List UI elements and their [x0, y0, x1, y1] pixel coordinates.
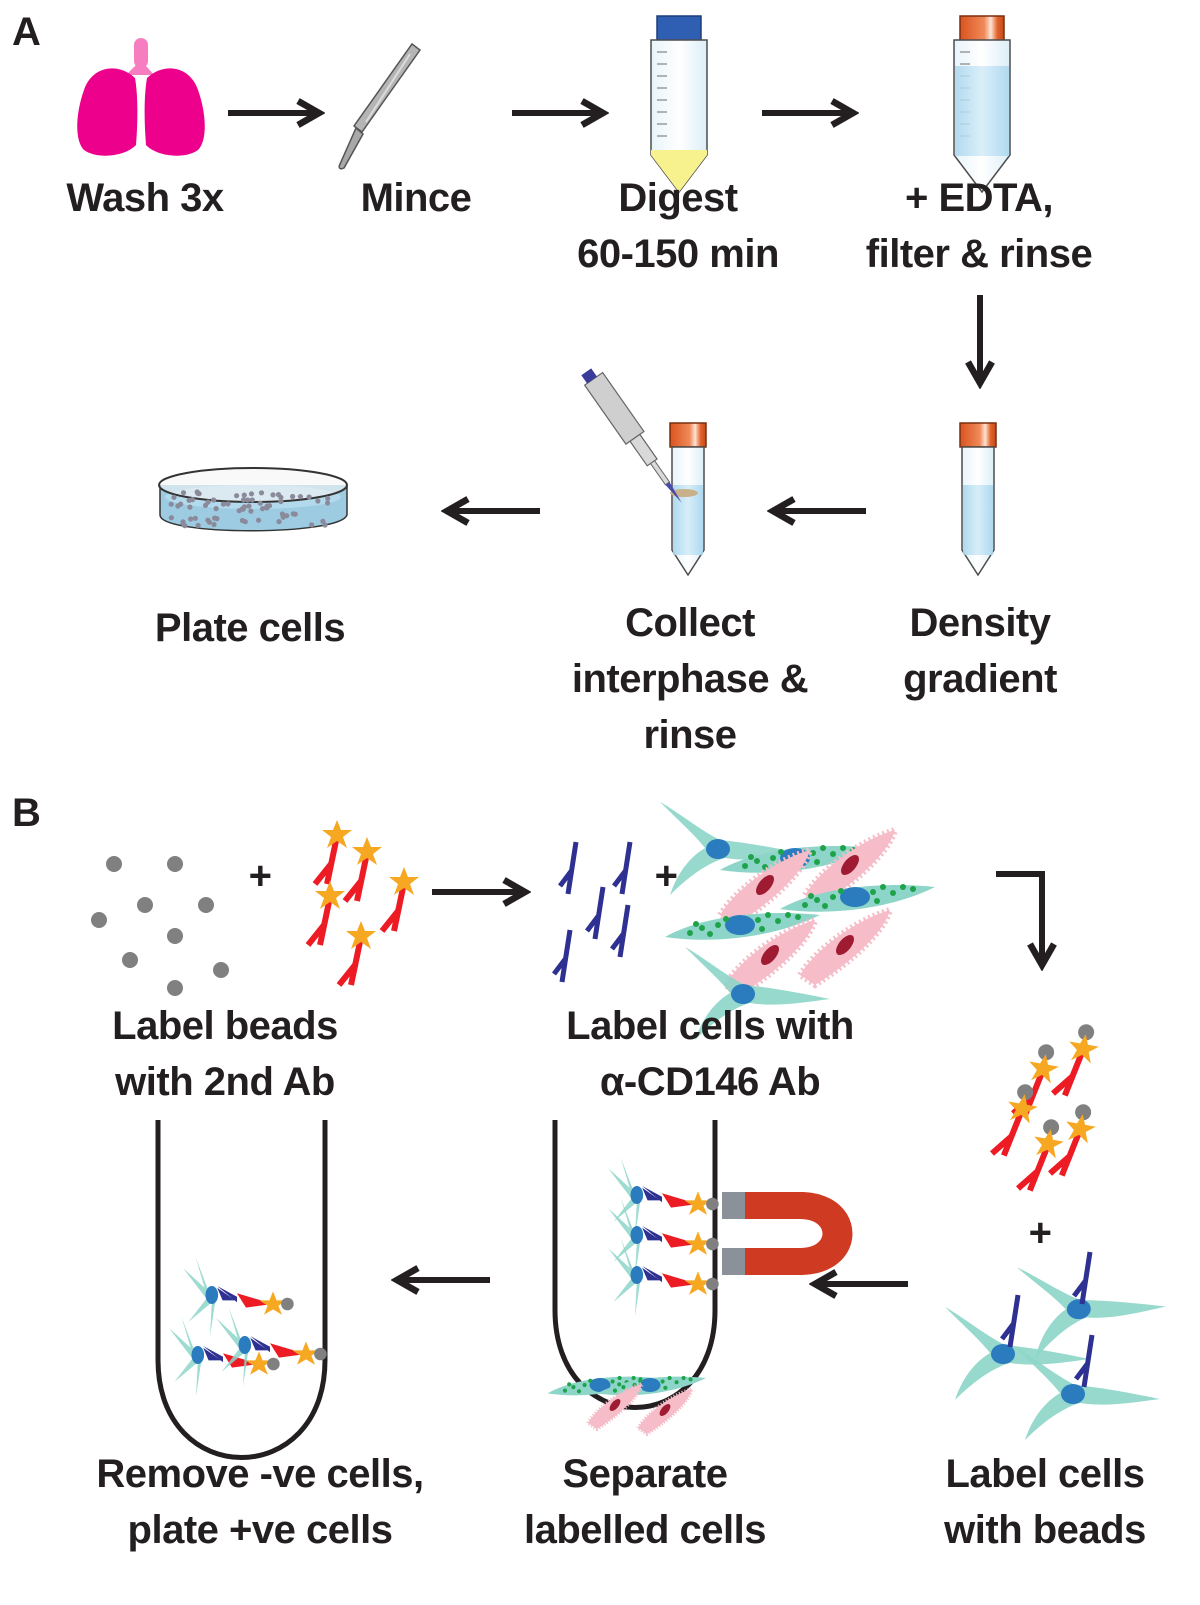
cell-dot — [168, 515, 174, 521]
cell-dot — [211, 497, 217, 503]
cell-dot — [234, 493, 240, 499]
labelled-cells-icon — [945, 1252, 1170, 1440]
cell-dot — [194, 489, 200, 495]
cell-dot — [171, 494, 177, 500]
cell-dot — [212, 515, 218, 521]
step-separate-label: Separate labelled cells — [523, 1452, 767, 1552]
cell-dot — [241, 504, 247, 510]
cell-dot — [325, 500, 331, 506]
beads-icon — [91, 856, 229, 996]
cell-dot — [195, 522, 201, 529]
cell-dot — [189, 497, 195, 503]
cell-dot — [284, 513, 290, 519]
cell-dot — [320, 518, 326, 524]
step-label-beads-label: Label beads with 2nd Ab — [112, 1004, 338, 1104]
cell-dot — [248, 491, 255, 497]
separation-tube-icon — [547, 1120, 719, 1436]
conical-tube-density-icon — [959, 422, 997, 577]
lungs-icon — [77, 38, 205, 156]
cell-dot — [256, 517, 262, 523]
cell-dot — [290, 511, 296, 517]
positive-cells-tube-icon — [155, 1120, 328, 1460]
cell-dot — [240, 497, 247, 503]
cell-dot — [213, 506, 219, 512]
cell-dot — [188, 516, 194, 522]
cell-dot — [257, 500, 263, 506]
cell-dot — [192, 515, 198, 521]
cell-dot — [168, 501, 174, 507]
cell-dot — [211, 521, 217, 528]
cell-dot — [259, 506, 266, 512]
cell-dot — [246, 503, 252, 509]
cell-dot — [241, 492, 247, 498]
cell-dot — [290, 493, 296, 500]
cell-dot — [297, 494, 303, 500]
cell-dot — [309, 522, 315, 528]
plus-sign-2: + — [654, 854, 678, 898]
cell-dot — [205, 517, 211, 523]
cell-dot — [278, 494, 284, 500]
cell-dot — [220, 501, 226, 507]
plus-sign-1: + — [248, 854, 272, 898]
cell-dot — [315, 498, 321, 504]
pipette-tube-icon — [581, 368, 707, 577]
plus-sign-3: + — [1028, 1211, 1052, 1255]
cell-dot — [258, 490, 265, 496]
cell-dot — [278, 498, 284, 505]
step-plate-label: Plate cells — [154, 606, 346, 650]
step-mince-label: Mince — [360, 176, 472, 220]
panel-b-label: B — [12, 791, 41, 835]
cell-dot — [270, 492, 276, 498]
cell-dot — [225, 501, 231, 507]
cell-dot — [249, 497, 255, 503]
step-label-cells-label: Label cells with α-CD146 Ab — [566, 1004, 854, 1104]
step-density-label: Density gradient — [903, 601, 1057, 701]
step-digest-label: Digest 60-150 min — [577, 176, 779, 276]
cell-dot — [325, 495, 331, 501]
cd146-antibody-icon — [554, 842, 630, 982]
cell-dot — [264, 505, 270, 511]
cell-dot — [248, 508, 254, 514]
step-label-cells-beads-label: Label cells with beads — [944, 1452, 1146, 1552]
step-wash-label: Wash 3x — [66, 176, 224, 220]
arrow-corner-down — [996, 871, 1042, 962]
step-remove-label: Remove -ve cells, plate +ve cells — [96, 1452, 424, 1552]
antibody-star-group-icon — [308, 820, 419, 985]
panel-a-label: A — [12, 10, 41, 54]
bead-antibody-complex-icon — [992, 1021, 1102, 1195]
scalpel-icon — [338, 42, 422, 170]
cell-dot — [205, 499, 211, 505]
cell-dot — [242, 519, 248, 525]
magnet-icon — [722, 1192, 853, 1275]
cell-dot — [178, 501, 184, 507]
cell-dot — [180, 490, 187, 496]
petri-dish-icon — [158, 467, 348, 532]
conical-tube-digest-icon — [650, 15, 708, 193]
conical-tube-edta-icon — [953, 15, 1011, 193]
cell-dot — [187, 504, 193, 510]
cell-dot — [276, 519, 282, 525]
cell-dot — [245, 497, 251, 503]
cell-dot — [306, 494, 312, 500]
step-collect-label: Collect interphase & rinse — [571, 601, 809, 757]
step-edta-label: + EDTA, filter & rinse — [865, 176, 1093, 276]
cell-dot — [182, 523, 188, 529]
